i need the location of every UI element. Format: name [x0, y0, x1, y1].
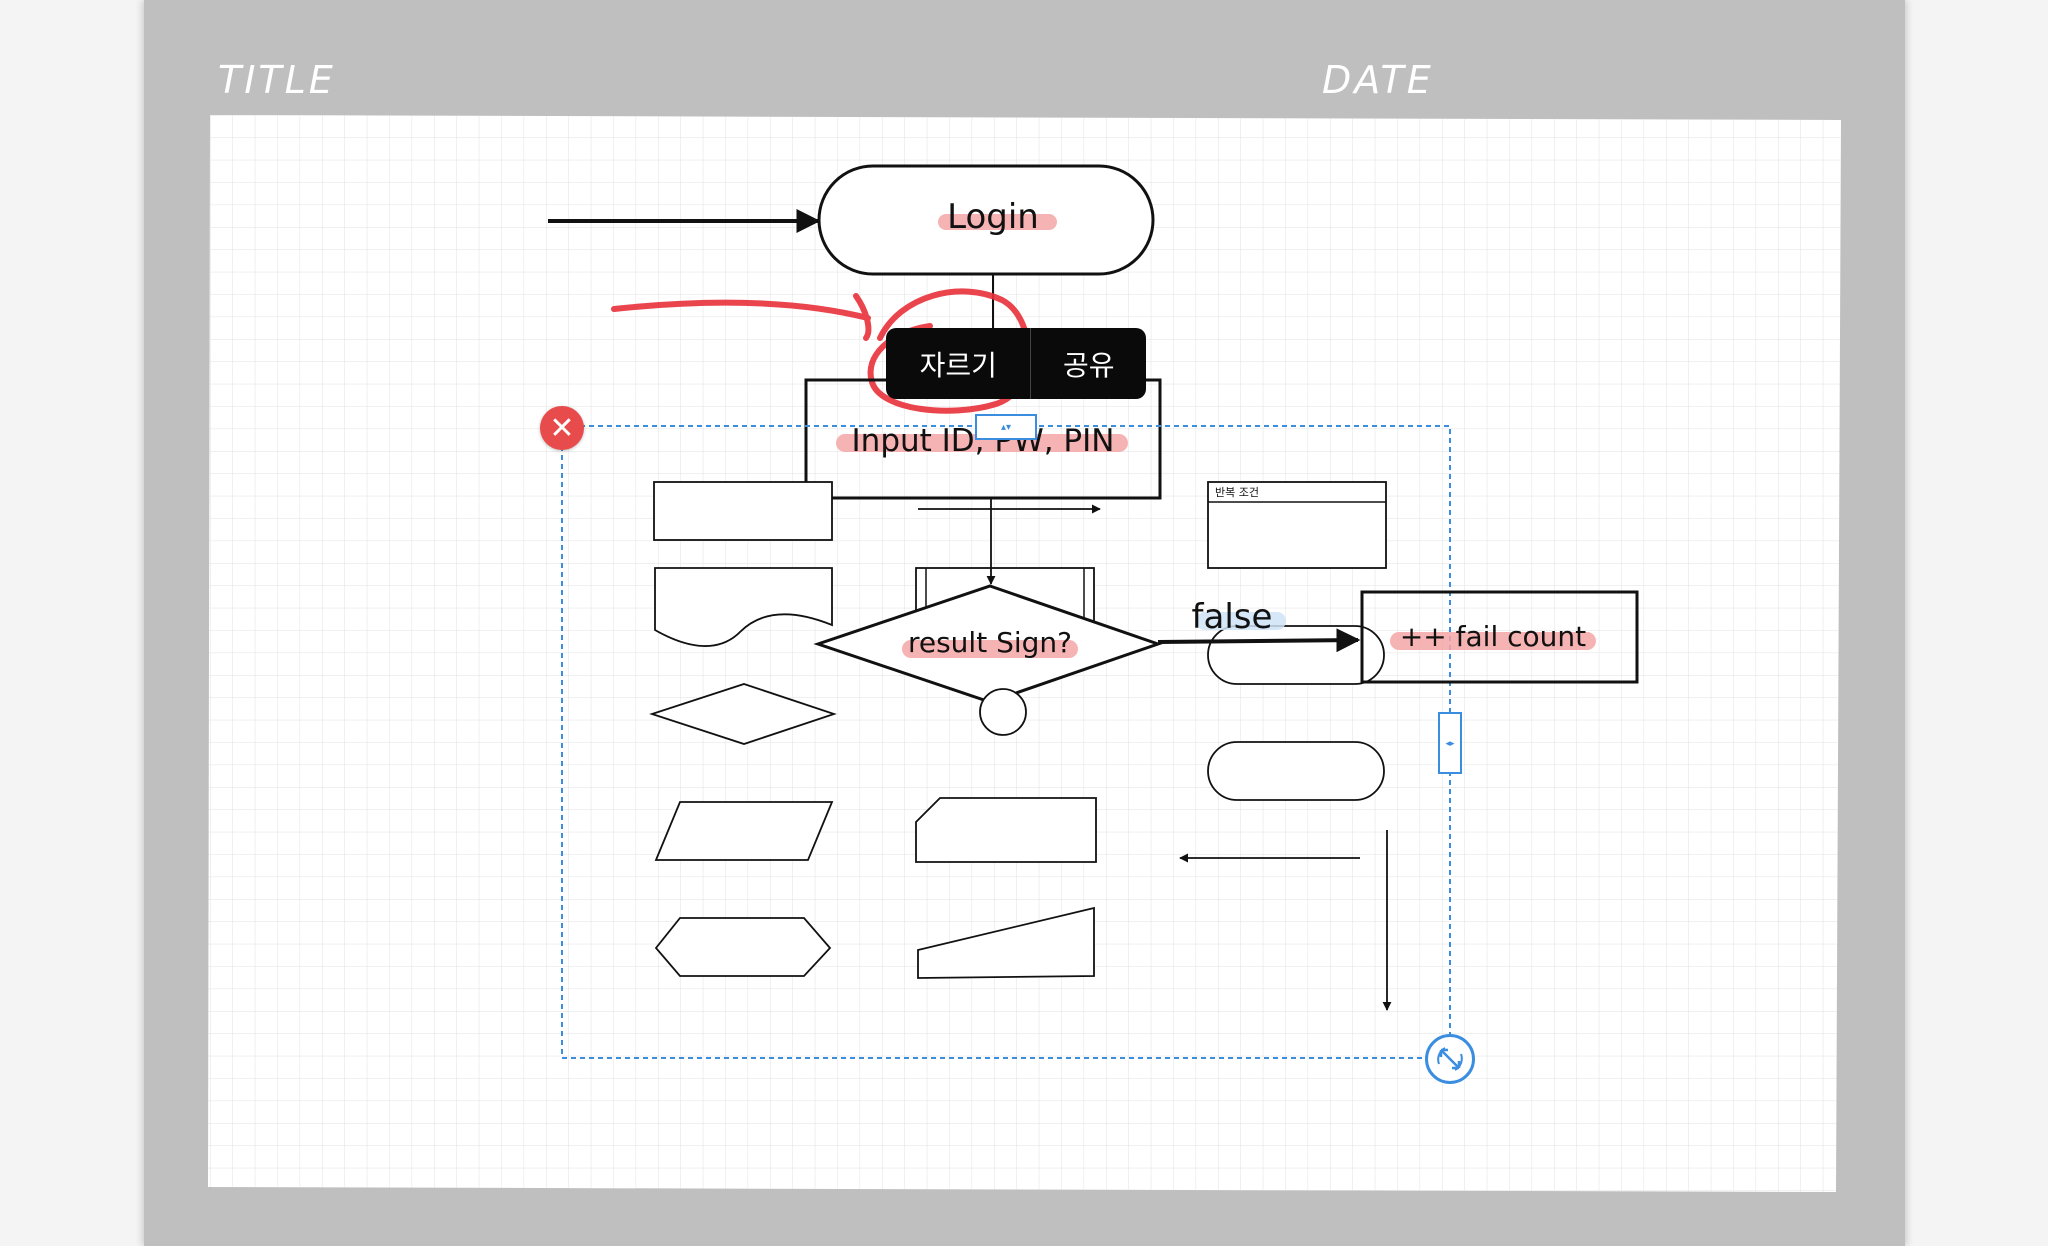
close-icon[interactable]: ✕ [540, 406, 584, 450]
shape-card[interactable] [915, 797, 1097, 863]
red-pen-annotation [611, 288, 1032, 414]
fail-count-process[interactable]: ++ fail count [1360, 590, 1639, 684]
resize-handle-right[interactable]: ◂▸ [1438, 712, 1462, 774]
shape-document[interactable] [654, 567, 833, 647]
arrow-decision-fail[interactable] [1157, 628, 1361, 653]
false-label: false [1192, 597, 1273, 637]
shape-manual-input[interactable] [917, 906, 1095, 979]
fail-count-label: ++ fail count [1400, 620, 1586, 653]
shape-decision-small[interactable] [649, 683, 837, 745]
cut-menu-item[interactable]: 자르기 [919, 348, 997, 382]
menu-divider [1030, 328, 1032, 399]
login-terminator[interactable]: Login [817, 164, 1155, 276]
resize-handle-top[interactable]: ▴▾ [975, 414, 1037, 440]
decision-label: result Sign? [908, 626, 1072, 659]
false-highlight [1196, 612, 1286, 630]
decision-diamond[interactable]: result Sign? [813, 584, 1163, 704]
shape-rectangle[interactable] [653, 481, 833, 541]
title-label: TITLE [218, 58, 336, 102]
resize-rotate-icon[interactable] [1425, 1034, 1475, 1084]
login-label: Login [947, 197, 1039, 237]
loop-condition-label: 반복 조건 [1215, 486, 1259, 499]
shape-terminator-small-2[interactable] [1207, 741, 1385, 801]
shape-loop-limit[interactable]: 반복 조건 [1207, 481, 1387, 569]
shape-connector-circle[interactable] [979, 688, 1027, 736]
share-menu-item[interactable]: 공유 [1062, 348, 1115, 382]
date-label: DATE [1322, 58, 1434, 102]
shape-preparation-hexagon[interactable] [654, 917, 832, 977]
shape-data-parallelogram[interactable] [654, 801, 834, 861]
context-menu: 자르기 공유 [886, 328, 1146, 399]
